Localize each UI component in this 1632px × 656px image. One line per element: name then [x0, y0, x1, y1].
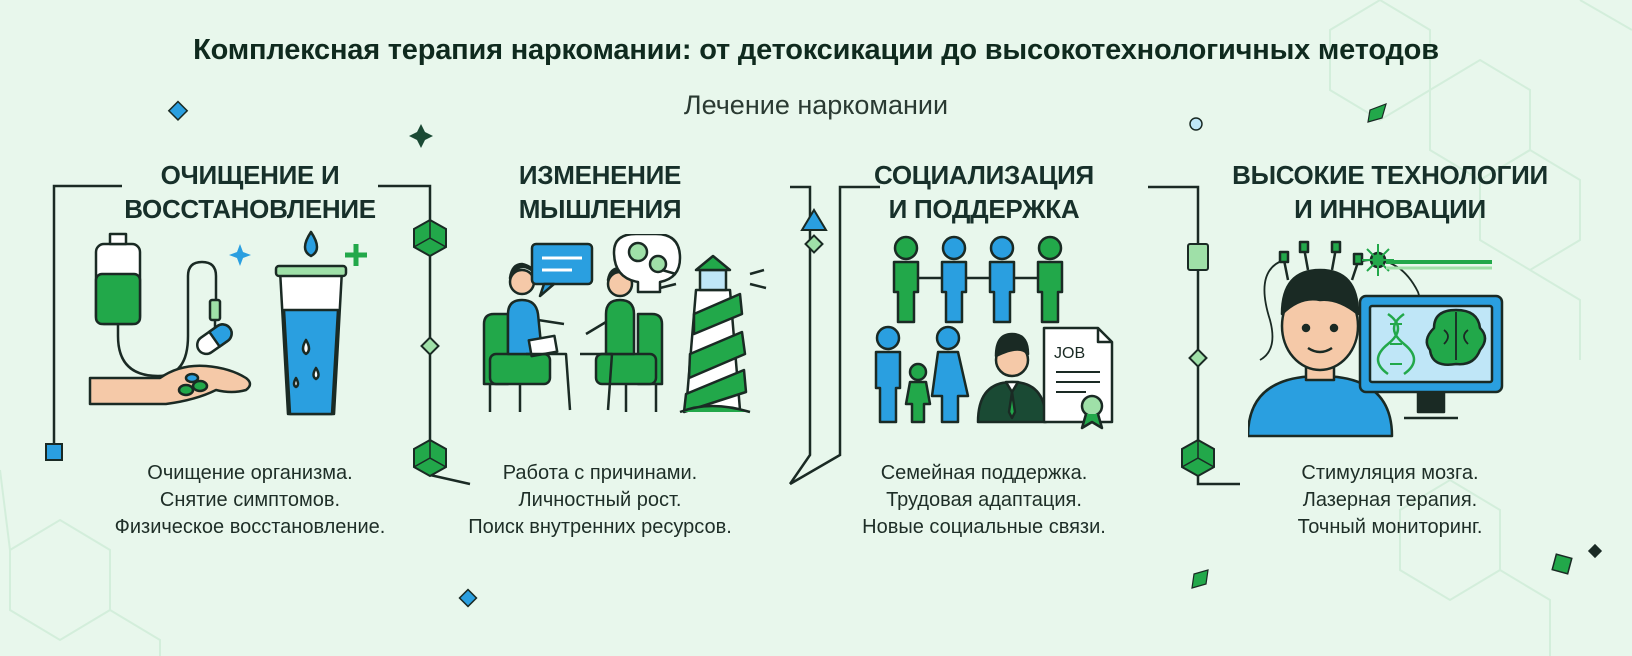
technology-illustration [1248, 240, 1504, 438]
pillar-socialization: СОЦИАЛИЗАЦИЯ И ПОДДЕРЖКА Семейная поддер… [824, 158, 1144, 538]
pillar-description: Стимуляция мозга. Лазерная терапия. Точн… [1297, 462, 1483, 538]
speech-bubble-icon [530, 242, 594, 298]
pillar-cleansing: ОЧИЩЕНИЕ И ВОССТАНОВЛЕНИЕ Очищение орган… [90, 158, 410, 538]
hand-with-pills-icon [88, 364, 252, 406]
water-glass-icon [274, 230, 348, 416]
group-holding-hands-icon [892, 235, 1064, 324]
socialization-illustration: JOB [874, 235, 1114, 430]
job-document-label: JOB [1054, 345, 1085, 362]
plus-icon [345, 244, 367, 266]
page-subtitle: Лечение наркомании [683, 90, 949, 120]
connector-lines [52, 184, 1240, 486]
businessman-icon [976, 332, 1048, 424]
page-title: Комплексная терапия наркомании: от деток… [193, 34, 1439, 66]
pillar-heading: ВЫСОКИЕ ТЕХНОЛОГИИ И ИННОВАЦИИ [1232, 160, 1548, 224]
mindset-illustration [482, 234, 767, 414]
pillar-description: Работа с причинами. Личностный рост. Пои… [468, 462, 732, 538]
lighthouse-icon [659, 254, 767, 414]
job-document-icon [1042, 326, 1114, 430]
pillar-heading: СОЦИАЛИЗАЦИЯ И ПОДДЕРЖКА [874, 160, 1094, 224]
monitor-dna-brain-icon [1358, 294, 1504, 420]
brain-gears-icon [612, 234, 682, 294]
therapy-session-icon [482, 262, 664, 412]
connector-nodes [45, 208, 1215, 478]
pillar-heading: ИЗМЕНЕНИЕ МЫШЛЕНИЯ [518, 160, 682, 224]
iv-drip-icon [94, 232, 222, 378]
laser-beam-icon [1362, 244, 1492, 276]
pillar-description: Семейная поддержка. Трудовая адаптация. … [862, 462, 1106, 538]
capsule-icon [195, 323, 233, 356]
floating-shapes [167, 100, 1603, 608]
sparkle-icon [229, 244, 251, 266]
cleansing-illustration [88, 230, 367, 416]
pillar-description: Очищение организма. Снятие симптомов. Фи… [114, 462, 386, 538]
pillar-technology: ВЫСОКИЕ ТЕХНОЛОГИИ И ИННОВАЦИИ Стимуляци… [1220, 158, 1560, 538]
pillar-heading: ОЧИЩЕНИЕ И ВОССТАНОВЛЕНИЕ [124, 160, 376, 224]
pillar-mindset: ИЗМЕНЕНИЕ МЫШЛЕНИЯ Работа с причинами. Л… [440, 158, 760, 538]
family-icon [874, 325, 970, 424]
